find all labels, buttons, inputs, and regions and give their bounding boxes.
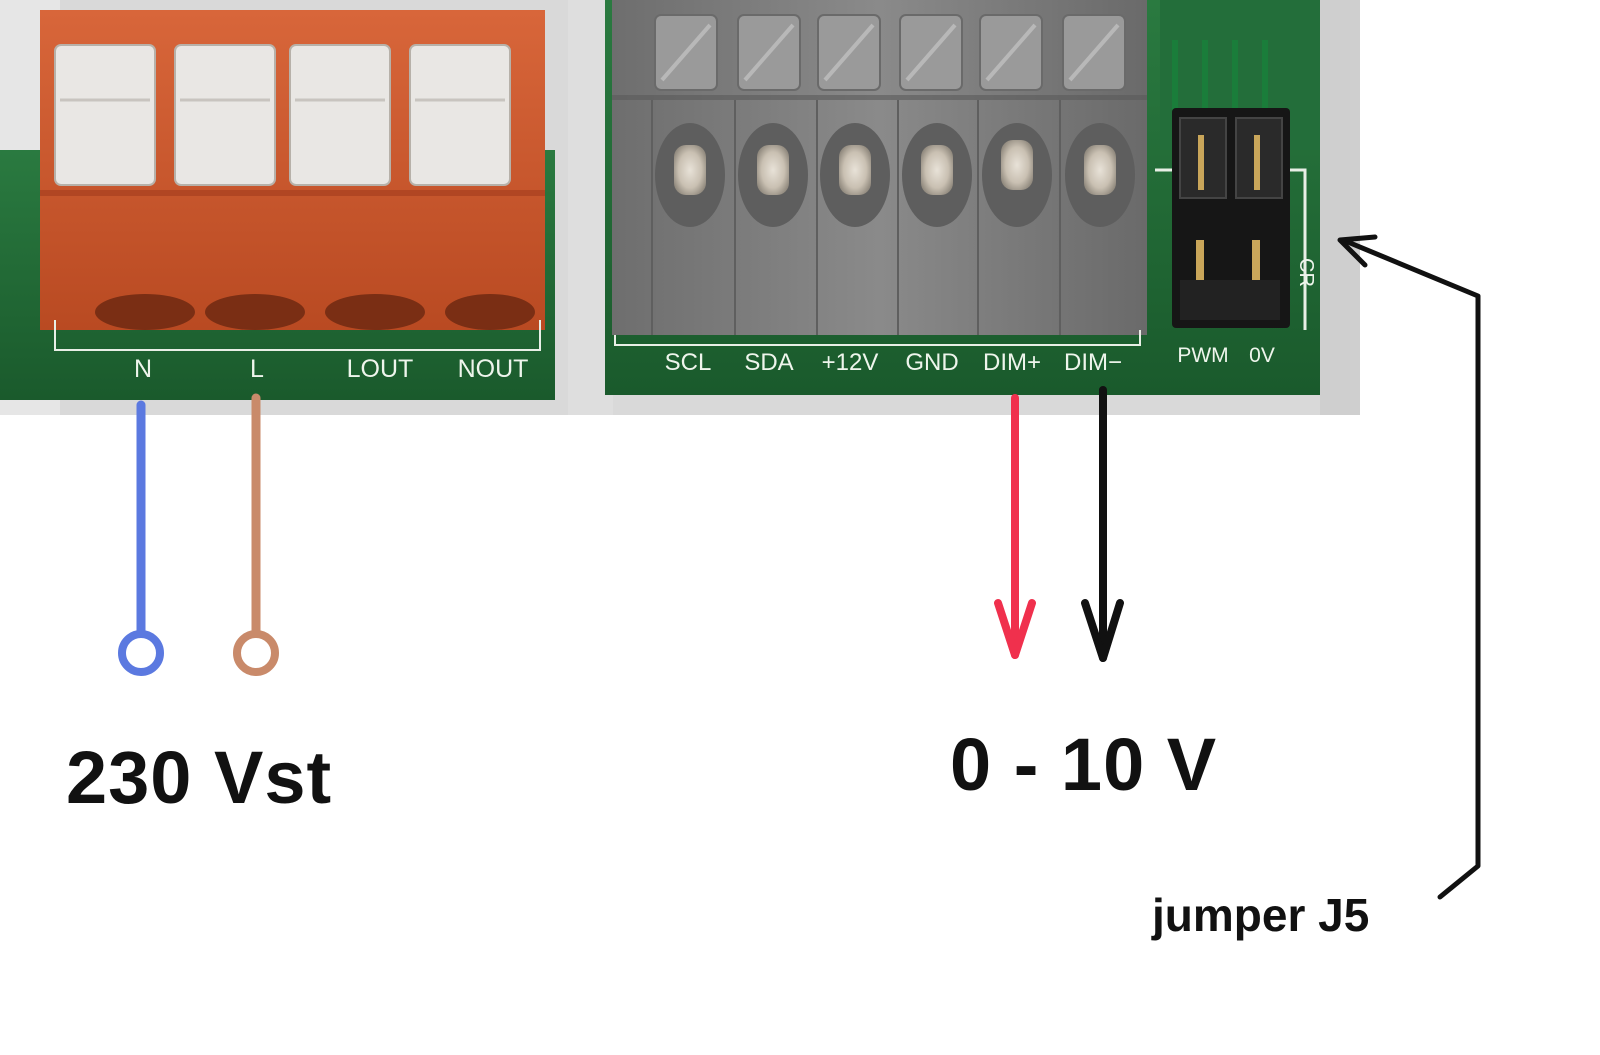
control-terminal-block [612, 0, 1147, 335]
header-base [1180, 280, 1280, 320]
jumper-label: jumper J5 [1152, 889, 1370, 941]
mains-silkscreen [54, 320, 541, 351]
mains-voltage-label: 230 Vst [66, 736, 333, 819]
clamp-contact [1001, 140, 1033, 190]
jumper-pointer-arrow [1337, 234, 1481, 900]
dim-range-label: 0 - 10 V [950, 723, 1218, 806]
wire-dim-plus [994, 394, 1036, 659]
button-stripe [905, 23, 957, 82]
jumper-pin-labels: PWM 0V [1177, 344, 1275, 367]
label-n: N [134, 355, 152, 383]
label-12v: +12V [822, 349, 879, 376]
control-silkscreen [614, 330, 1141, 346]
label-pwm: PWM [1177, 344, 1228, 367]
board-photo [0, 0, 1360, 415]
label-0v: 0V [1249, 344, 1275, 367]
wire-hole [205, 294, 305, 330]
wire-hole [325, 294, 425, 330]
lever-n [54, 44, 156, 186]
clamp-contact [1084, 145, 1116, 195]
pointer-arrowhead [1337, 234, 1378, 268]
mains-terminal-block [40, 10, 545, 330]
orange-seam [40, 190, 545, 196]
label-scl: SCL [665, 349, 712, 376]
clamp-contact [757, 145, 789, 195]
mains-terminal-labels: N L LOUT NOUT [134, 355, 528, 383]
wire-neutral-terminal [118, 630, 164, 676]
lever-lout [289, 44, 391, 186]
pcb-traces [1172, 40, 1268, 140]
enclosure-wall-right [1320, 0, 1360, 415]
button-stripe [1068, 23, 1120, 82]
button-stripe [823, 23, 875, 82]
label-l: L [250, 355, 264, 383]
clamp-contact [921, 145, 953, 195]
wire-dim-minus [1081, 386, 1124, 662]
gray-seam [612, 95, 1147, 100]
button-stripe [660, 23, 712, 82]
lever-nout [409, 44, 511, 186]
control-terminal-labels: SCL SDA +12V GND DIM+ DIM− [665, 349, 1122, 376]
mains-wire-holes [95, 294, 535, 330]
jumper-pin [1254, 135, 1260, 190]
label-gnd: GND [905, 349, 958, 376]
header-pin [1252, 240, 1260, 280]
header-pin [1196, 240, 1204, 280]
wire-hole [445, 294, 535, 330]
mains-levers [54, 44, 511, 186]
wire-live-terminal [233, 630, 279, 676]
clamp-contact [839, 145, 871, 195]
pointer-line [1340, 237, 1481, 900]
clamp-contact [674, 145, 706, 195]
jumper-pin [1198, 135, 1204, 190]
lever-l [174, 44, 276, 186]
control-clamp-holes [655, 123, 1135, 227]
button-stripe [743, 23, 795, 82]
label-dim-plus: DIM+ [983, 349, 1041, 376]
label-lout: LOUT [347, 355, 414, 383]
label-cr: CR [1295, 258, 1317, 287]
control-push-buttons [654, 14, 1126, 91]
label-nout: NOUT [458, 355, 529, 383]
jumper-j5-header [1172, 108, 1290, 328]
label-dim-minus: DIM− [1064, 349, 1122, 376]
label-sda: SDA [744, 349, 793, 376]
wire-dim-plus-arrowhead [994, 599, 1036, 659]
wire-hole [95, 294, 195, 330]
wire-neutral [118, 400, 164, 676]
wire-live [233, 393, 279, 676]
button-stripe [985, 23, 1037, 82]
wire-dim-minus-arrowhead [1081, 599, 1124, 662]
